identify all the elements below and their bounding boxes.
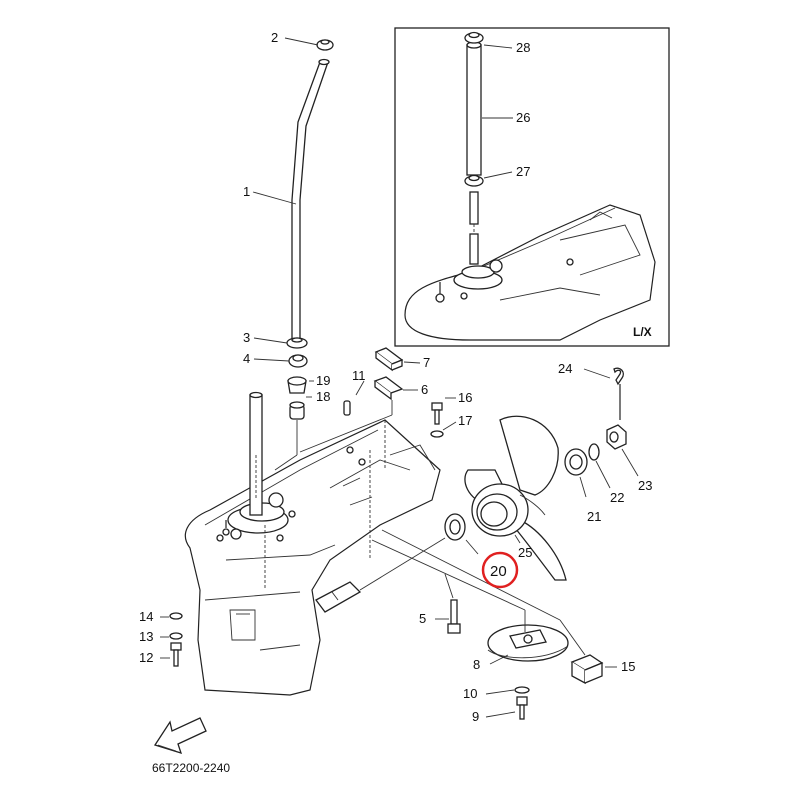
callout-15[interactable]: 15 bbox=[621, 659, 635, 674]
bolt-12 bbox=[170, 642, 182, 667]
callout-22[interactable]: 22 bbox=[610, 490, 624, 505]
callout-20[interactable]: 20 bbox=[490, 563, 507, 580]
callout-12[interactable]: 12 bbox=[139, 650, 153, 665]
callout-25[interactable]: 25 bbox=[518, 545, 532, 560]
callout-10[interactable]: 10 bbox=[463, 686, 477, 701]
propeller-25 bbox=[464, 415, 567, 581]
callout-1[interactable]: 1 bbox=[243, 184, 250, 199]
grommet-19 bbox=[287, 376, 307, 394]
anode-7 bbox=[374, 347, 404, 372]
grommet-3 bbox=[286, 337, 308, 349]
washer-22 bbox=[588, 443, 600, 461]
grommet-2 bbox=[316, 39, 334, 51]
callout-28[interactable]: 28 bbox=[516, 40, 530, 55]
callout-26[interactable]: 26 bbox=[516, 110, 530, 125]
callout-labels: 2 1 3 4 19 18 11 7 6 16 17 24 23 22 21 2… bbox=[139, 30, 652, 724]
pin-11 bbox=[343, 400, 351, 416]
collar-18 bbox=[289, 401, 305, 420]
washer-17 bbox=[430, 430, 444, 438]
callout-14[interactable]: 14 bbox=[139, 609, 153, 624]
nut-23 bbox=[606, 424, 627, 450]
washer-14 bbox=[169, 612, 183, 620]
callout-24[interactable]: 24 bbox=[558, 361, 572, 376]
highlight-ring bbox=[481, 551, 519, 589]
washer-10 bbox=[514, 686, 530, 694]
callout-2[interactable]: 2 bbox=[271, 30, 278, 45]
diagram-code: 66T2200-2240 bbox=[152, 761, 230, 775]
callout-3[interactable]: 3 bbox=[243, 330, 250, 345]
seal-4 bbox=[288, 354, 308, 368]
cotter-pin-24 bbox=[613, 367, 624, 420]
anode-15 bbox=[570, 654, 604, 685]
leader-lines bbox=[160, 37, 639, 718]
callout-11[interactable]: 11 bbox=[352, 368, 366, 383]
callout-17[interactable]: 17 bbox=[458, 413, 472, 428]
callout-18[interactable]: 18 bbox=[316, 389, 330, 404]
callout-6[interactable]: 6 bbox=[421, 382, 428, 397]
bolt-9 bbox=[516, 696, 528, 720]
callout-16[interactable]: 16 bbox=[458, 390, 472, 405]
thrust-washer-20 bbox=[444, 513, 466, 541]
bolt-16 bbox=[431, 402, 443, 425]
callout-21[interactable]: 21 bbox=[587, 509, 601, 524]
washer-13 bbox=[169, 632, 183, 640]
inset-lx-variant: L/X bbox=[394, 27, 670, 347]
callout-8[interactable]: 8 bbox=[473, 657, 480, 672]
callout-9[interactable]: 9 bbox=[472, 709, 479, 724]
trim-tab-8 bbox=[487, 624, 569, 662]
callout-4[interactable]: 4 bbox=[243, 351, 250, 366]
spacer-21 bbox=[564, 448, 588, 476]
callout-27[interactable]: 27 bbox=[516, 164, 530, 179]
callout-13[interactable]: 13 bbox=[139, 629, 153, 644]
callout-7[interactable]: 7 bbox=[423, 355, 430, 370]
inset-label: L/X bbox=[633, 325, 652, 339]
front-direction-arrow-icon bbox=[153, 717, 207, 754]
callout-5[interactable]: 5 bbox=[419, 611, 426, 626]
anode-6 bbox=[373, 376, 404, 401]
callout-23[interactable]: 23 bbox=[638, 478, 652, 493]
water-tube-1 bbox=[291, 58, 330, 348]
callout-19[interactable]: 19 bbox=[316, 373, 330, 388]
lower-unit-housing bbox=[184, 391, 441, 696]
bolt-5 bbox=[447, 599, 461, 634]
